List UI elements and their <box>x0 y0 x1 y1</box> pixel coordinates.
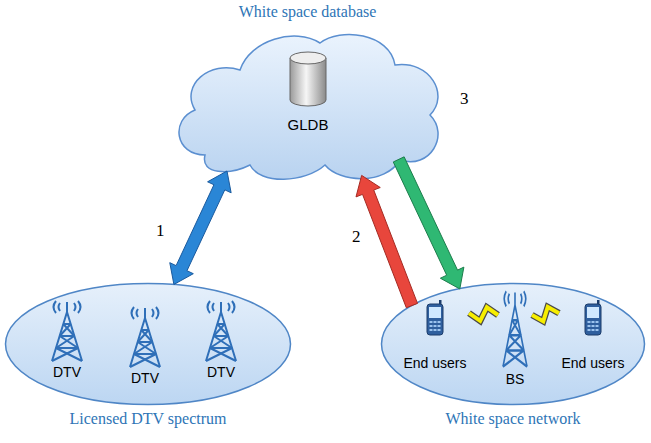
station-label: BS <box>498 370 532 388</box>
tower-label: DTV <box>120 369 170 387</box>
region-heading: Licensed DTV spectrum <box>4 410 292 428</box>
callout-number: 1 <box>156 222 165 240</box>
icon-graphic <box>585 300 601 335</box>
user-device: End users <box>559 298 627 374</box>
icon-graphic <box>427 300 443 335</box>
device-label: End users <box>401 354 469 372</box>
user-device: End users <box>401 298 469 374</box>
device-label: End users <box>559 354 627 372</box>
database-label: GLDB <box>282 116 334 134</box>
icon-graphic <box>206 301 236 361</box>
region-heading: White space network <box>380 410 646 428</box>
base-station-icon <box>499 290 531 368</box>
cloud-heading: White space database <box>165 3 450 21</box>
icon-graphic <box>503 291 527 366</box>
callout-number: 3 <box>460 90 469 108</box>
icon-graphic <box>130 307 160 367</box>
user-device-icon <box>424 300 446 336</box>
tv-tower: DTV <box>196 300 246 382</box>
response-arrow <box>393 157 464 289</box>
tower-label: DTV <box>196 363 246 381</box>
database-node: GLDB <box>282 50 334 136</box>
database-node-icon <box>288 50 328 108</box>
tv-tower-icon <box>47 300 87 362</box>
base-station: BS <box>498 290 532 390</box>
tv-tower: DTV <box>42 300 92 382</box>
database-cloud: White space databaseGLDB <box>165 25 450 185</box>
spectrum-region: Licensed DTV spectrumDTVDTVDTV <box>4 282 292 406</box>
user-device-icon <box>582 300 604 336</box>
network-region: White space networkEnd usersBSEnd users <box>380 282 646 406</box>
request-arrow <box>356 175 418 307</box>
region-ellipse <box>6 284 291 405</box>
icon-graphic <box>290 52 326 106</box>
query-arrow <box>170 171 231 284</box>
tower-label: DTV <box>42 363 92 381</box>
tv-tower-icon <box>125 306 165 368</box>
tv-tower-icon <box>201 300 241 362</box>
icon-graphic <box>52 301 82 361</box>
cloud-shape <box>179 34 438 179</box>
region-ellipse <box>382 284 645 405</box>
callout-number: 2 <box>352 228 361 246</box>
tv-tower: DTV <box>120 306 170 388</box>
